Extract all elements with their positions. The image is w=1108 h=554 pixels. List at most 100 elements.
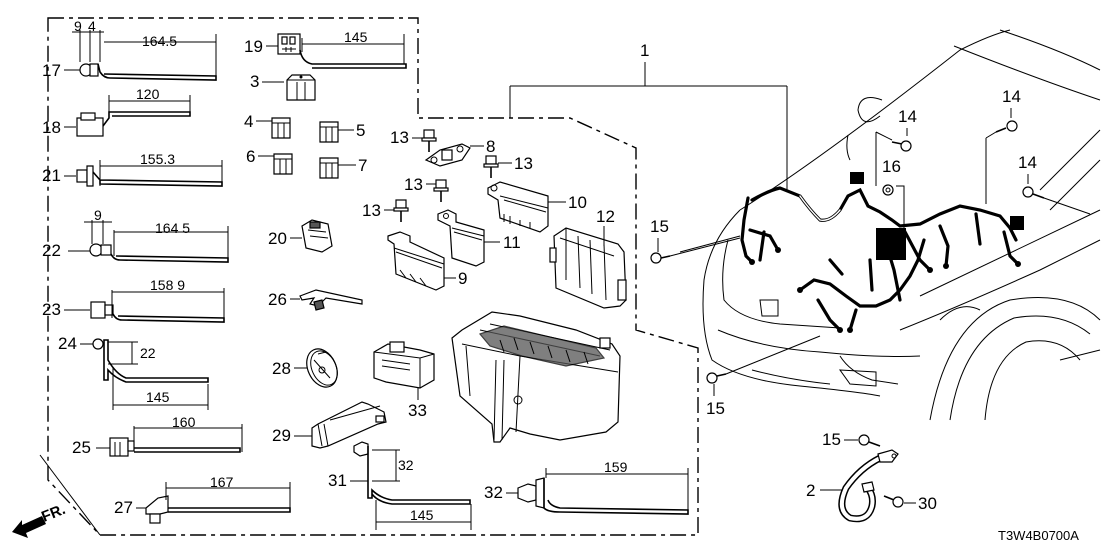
part-13-bolt-a: 13: [390, 128, 437, 152]
callout-1: 1: [509, 41, 788, 190]
part-14-bolt-c: 14: [1018, 153, 1091, 215]
svg-text:18: 18: [42, 118, 61, 137]
svg-text:158 9: 158 9: [150, 277, 185, 293]
engine-wire-harness: [740, 172, 1024, 333]
svg-text:14: 14: [898, 107, 917, 126]
part-33-connector: 33: [373, 341, 435, 420]
part-2-ground-cable: 2: [806, 449, 899, 523]
svg-text:9: 9: [74, 18, 82, 34]
svg-text:11: 11: [503, 233, 521, 252]
front-arrow-icon: [12, 516, 46, 538]
part-17-harness-clip: 17 9 4 164.5: [42, 18, 217, 81]
svg-text:26: 26: [268, 290, 287, 309]
svg-text:25: 25: [72, 438, 91, 457]
svg-text:30: 30: [918, 494, 937, 513]
part-24-harness-clip: 24 22 145: [58, 334, 209, 410]
svg-text:33: 33: [408, 401, 427, 420]
svg-text:13: 13: [390, 128, 409, 147]
svg-text:28: 28: [272, 359, 291, 378]
part-11-relay-block: 11: [437, 209, 521, 267]
part-32-harness-clip: 32 159: [484, 459, 689, 515]
svg-text:120: 120: [136, 86, 160, 102]
part-14-bolt-a: 14: [875, 107, 917, 186]
svg-text:14: 14: [1018, 153, 1037, 172]
svg-text:16: 16: [882, 157, 901, 176]
svg-text:155.3: 155.3: [140, 151, 175, 167]
part-8-bus-bar: 8: [424, 137, 495, 167]
part-28-grommet: 28: [272, 348, 338, 388]
relay-box-body: [451, 311, 621, 443]
svg-text:17: 17: [42, 61, 61, 80]
svg-text:1: 1: [640, 41, 649, 60]
svg-text:5: 5: [356, 121, 365, 140]
svg-text:29: 29: [272, 426, 291, 445]
part-21-harness-clip: 21 155.3: [42, 151, 223, 187]
part-15-bolt-a: 15: [650, 217, 741, 264]
part-12-fuse-box-cover: 12: [549, 207, 627, 309]
svg-text:6: 6: [246, 147, 255, 166]
svg-text:20: 20: [268, 229, 287, 248]
svg-text:15: 15: [706, 399, 725, 418]
svg-text:164 5: 164 5: [155, 220, 190, 236]
svg-text:FR.: FR.: [39, 501, 68, 526]
svg-text:13: 13: [362, 201, 381, 220]
svg-text:9: 9: [458, 269, 467, 288]
svg-text:145: 145: [410, 507, 434, 523]
part-4-fuse: 4: [244, 112, 291, 139]
part-19-relay-connector: 19 145: [244, 29, 407, 69]
part-31-harness-clip: 31 32 145: [328, 441, 472, 530]
part-20-connector: 20: [268, 219, 333, 253]
part-13-bolt-c: 13: [404, 175, 449, 202]
part-13-bolt-d: 13: [362, 199, 409, 222]
part-6-fuse: 6: [246, 147, 293, 175]
svg-text:159: 159: [604, 459, 628, 475]
svg-text:12: 12: [596, 207, 615, 226]
svg-text:31: 31: [328, 471, 347, 490]
svg-text:7: 7: [358, 156, 367, 175]
svg-text:15: 15: [822, 430, 841, 449]
svg-text:23: 23: [42, 300, 61, 319]
svg-text:160: 160: [172, 414, 196, 430]
svg-text:22: 22: [140, 345, 156, 361]
svg-text:22: 22: [42, 241, 61, 260]
svg-text:145: 145: [146, 389, 170, 405]
part-27-harness-clip: 27 167: [114, 474, 291, 524]
part-3-fuse: 3: [250, 72, 316, 101]
svg-text:4: 4: [244, 112, 253, 131]
vehicle-outline: [702, 29, 1101, 421]
svg-text:13: 13: [404, 175, 423, 194]
assembly-boundary: [47, 17, 699, 536]
part-14-bolt-b: 14: [985, 87, 1021, 204]
part-30-bolt: 30: [883, 494, 937, 513]
svg-text:24: 24: [58, 334, 77, 353]
part-15-bolt-c: 15: [822, 430, 881, 449]
part-10-relay-block: 10: [487, 181, 587, 233]
part-26-cover: 26: [268, 289, 363, 311]
part-25-harness-clip: 25 160: [72, 414, 243, 457]
svg-text:32: 32: [398, 457, 414, 473]
svg-text:13: 13: [514, 154, 533, 173]
svg-text:19: 19: [244, 37, 263, 56]
part-13-bolt-b: 13: [483, 154, 533, 178]
svg-text:167: 167: [210, 474, 234, 490]
svg-text:164.5: 164.5: [142, 33, 177, 49]
part-5-fuse: 5: [319, 121, 365, 143]
part-23-harness-clip: 23 158 9: [42, 277, 225, 323]
svg-text:10: 10: [568, 193, 587, 212]
part-22-harness-clip: 22 9 164 5: [42, 207, 229, 263]
svg-text:8: 8: [486, 137, 495, 156]
svg-text:145: 145: [344, 29, 368, 45]
svg-text:27: 27: [114, 498, 133, 517]
boundary-diagonal: [39, 454, 101, 536]
svg-text:3: 3: [250, 72, 259, 91]
part-7-fuse: 7: [319, 156, 367, 179]
svg-text:15: 15: [650, 217, 669, 236]
svg-text:21: 21: [42, 166, 61, 185]
part-16-nut: 16: [882, 157, 905, 244]
svg-text:32: 32: [484, 483, 503, 502]
part-15-bolt-b: 15: [706, 335, 821, 418]
svg-text:4: 4: [88, 18, 96, 34]
diagram-code: T3W4B0700A: [998, 528, 1079, 543]
svg-text:2: 2: [806, 481, 815, 500]
